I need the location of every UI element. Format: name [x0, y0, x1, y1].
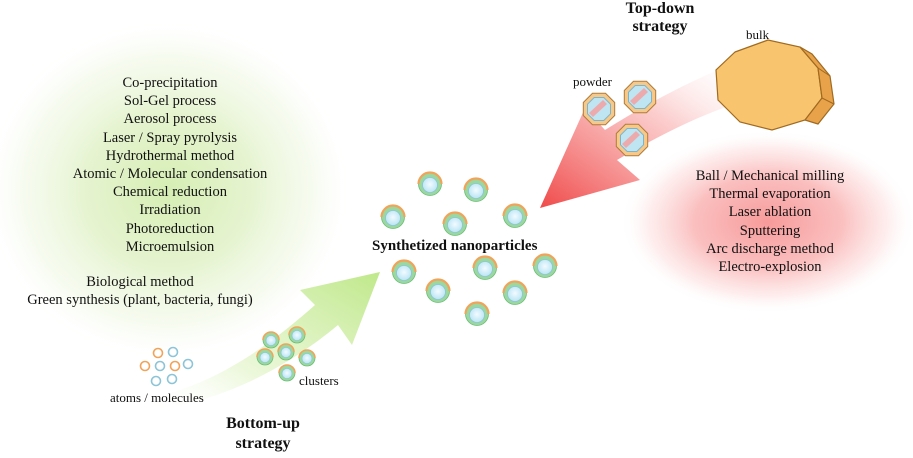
- nanoparticle: [380, 204, 406, 229]
- top-down-method-item: Laser ablation: [728, 204, 812, 221]
- nanoparticle: [425, 278, 451, 303]
- bottom-up-method-item: Microemulsion: [125, 238, 215, 255]
- top-down-method-item: Electro-explosion: [718, 259, 822, 276]
- atom: [166, 373, 178, 385]
- bulk-label: bulk: [746, 27, 770, 42]
- bottom-up-method-item: Co-precipitation: [122, 75, 218, 91]
- nanoparticle: [463, 177, 489, 202]
- atom-particles: [139, 346, 194, 387]
- nanoparticle: [472, 255, 498, 280]
- bottom-up-title-line1: Bottom-up: [226, 415, 300, 432]
- top-down-method-item: Thermal evaporation: [709, 186, 831, 203]
- bottom-up-methods-background: [0, 18, 353, 362]
- nanoparticle: [464, 301, 490, 326]
- top-down-methods-background: [620, 130, 913, 314]
- top-down-title: Top-down strategy: [610, 0, 710, 36]
- bottom-up-title-line2: strategy: [235, 435, 291, 452]
- nanoparticle: [391, 259, 417, 284]
- top-down-method-item: Ball / Mechanical milling: [695, 168, 845, 184]
- bottom-up-method-item: Laser / Spray pyrolysis: [102, 129, 238, 146]
- clusters-label: clusters: [299, 373, 339, 388]
- powder-particle: [582, 92, 616, 126]
- cluster-particle: [262, 331, 280, 349]
- biological-method-item: Biological method: [86, 274, 194, 290]
- nanoparticle: [502, 280, 528, 305]
- atoms-molecules-label: atoms / molecules: [110, 390, 204, 405]
- cluster-particle: [277, 343, 295, 361]
- nanoparticle: [417, 171, 443, 196]
- bottom-up-method-item: Photoreduction: [125, 220, 215, 237]
- atom: [152, 347, 164, 359]
- bottom-up-method-item: Sol-Gel process: [123, 93, 217, 110]
- synthetized-nanoparticles: [380, 171, 558, 326]
- bottom-up-method-item: Chemical reduction: [113, 184, 227, 201]
- bottom-up-title: Bottom-up strategy: [208, 414, 318, 454]
- cluster-particle: [298, 349, 316, 367]
- nanoparticle: [532, 253, 558, 278]
- atom: [154, 360, 166, 372]
- bulk-solid: [715, 39, 835, 131]
- bottom-up-method-item: Aerosol process: [123, 111, 217, 128]
- nanoparticle: [502, 203, 528, 228]
- biological-method-item: Green synthesis (plant, bacteria, fungi): [27, 292, 253, 309]
- bottom-up-arrow: [150, 272, 380, 410]
- atom: [169, 360, 181, 372]
- top-down-method-item: Sputtering: [739, 222, 801, 239]
- synthetized-nanoparticles-label: Synthetized nanoparticles: [372, 238, 538, 254]
- atom: [167, 346, 179, 358]
- top-down-title-line1: Top-down: [625, 0, 695, 17]
- bottom-up-method-item: Hydrothermal method: [105, 147, 235, 164]
- atom: [150, 375, 162, 387]
- cluster-particles: [256, 326, 316, 382]
- nanoparticle: [442, 211, 468, 236]
- powder-label: powder: [573, 74, 612, 89]
- top-down-title-line2: strategy: [632, 18, 688, 35]
- atom: [182, 358, 194, 370]
- cluster-particle: [278, 364, 296, 382]
- bottom-up-method-item: Atomic / Molecular condensation: [72, 166, 268, 183]
- powder-particle: [615, 123, 649, 157]
- bottom-up-method-item: Irradiation: [139, 202, 201, 219]
- cluster-particle: [256, 348, 274, 366]
- cluster-particle: [288, 326, 306, 344]
- atom: [139, 360, 151, 372]
- top-down-method-item: Arc discharge method: [706, 240, 834, 257]
- powder-particle: [623, 80, 657, 114]
- powder-particles: [582, 80, 657, 157]
